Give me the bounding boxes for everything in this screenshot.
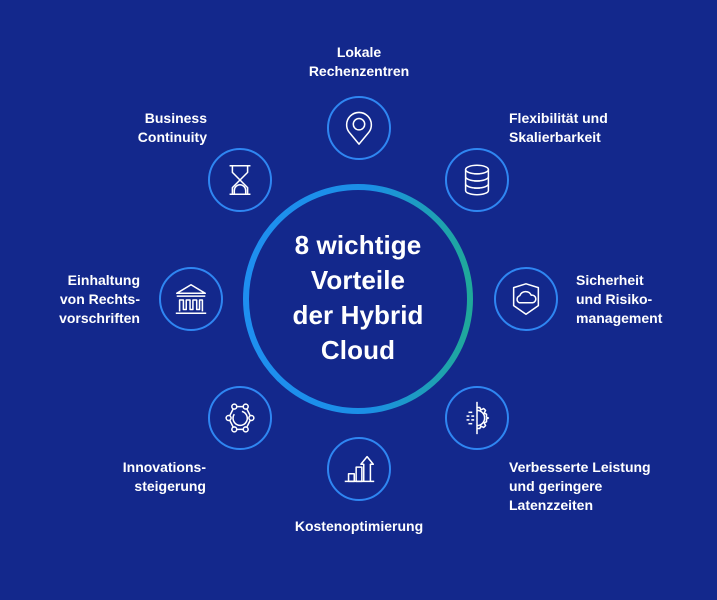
center-title-line: Vorteile	[310, 265, 406, 295]
benefit-label-compliance: Einhaltung von Rechts- vorschriften	[30, 271, 140, 328]
center-title-line: Cloud	[320, 335, 396, 365]
label-line: vorschriften	[59, 310, 140, 326]
label-line: Einhaltung	[67, 272, 140, 288]
center-title-line: 8 wichtige	[294, 230, 422, 260]
benefit-node-performance	[445, 386, 509, 450]
benefit-label-business-continuity: Business Continuity	[96, 109, 207, 147]
label-line: Verbesserte Leistung	[509, 459, 651, 475]
label-line: und geringere	[509, 478, 603, 494]
label-line: management	[576, 310, 663, 326]
label-line: Rechenzentren	[308, 63, 410, 79]
label-line: Innovations-	[122, 459, 206, 475]
benefit-label-flexibility: Flexibilität und Skalierbarkeit	[509, 109, 669, 147]
benefit-label-cost: Kostenoptimierung	[279, 517, 439, 536]
label-line: Flexibilität und	[509, 110, 608, 126]
shield-cloud-icon	[512, 283, 540, 315]
courthouse-icon	[175, 283, 207, 315]
label-line: und Risiko-	[576, 291, 653, 307]
benefit-node-innovation	[208, 386, 272, 450]
database-icon	[464, 164, 490, 196]
hourglass-icon	[229, 164, 251, 196]
growth-chart-icon	[344, 455, 375, 483]
benefit-node-business-continuity	[208, 148, 272, 212]
label-line: Lokale	[336, 44, 382, 60]
location-pin-icon	[345, 111, 373, 145]
benefit-label-performance: Verbesserte Leistung und geringere Laten…	[509, 458, 699, 515]
benefit-node-cost	[327, 437, 391, 501]
benefit-node-local-datacenters	[327, 96, 391, 160]
label-line: Latenzzeiten	[509, 497, 594, 513]
benefit-node-compliance	[159, 267, 223, 331]
benefit-label-innovation: Innovations- steigerung	[88, 458, 206, 496]
innovation-network-icon	[225, 403, 255, 433]
benefit-node-flexibility	[445, 148, 509, 212]
benefit-label-security: Sicherheit und Risiko- management	[576, 271, 696, 328]
benefit-node-security	[494, 267, 558, 331]
label-line: Skalierbarkeit	[509, 129, 601, 145]
label-line: Kostenoptimierung	[294, 518, 424, 534]
label-line: Sicherheit	[576, 272, 644, 288]
label-line: steigerung	[134, 478, 206, 494]
center-ring	[243, 184, 473, 414]
benefit-label-local-datacenters: Lokale Rechenzentren	[299, 43, 419, 81]
center-title: 8 wichtige Vorteile der Hybrid Cloud	[258, 228, 458, 368]
label-line: Business	[144, 110, 207, 126]
performance-gear-icon	[466, 401, 490, 435]
center-title-line: der Hybrid	[292, 300, 424, 330]
label-line: von Rechts-	[59, 291, 140, 307]
label-line: Continuity	[137, 129, 207, 145]
